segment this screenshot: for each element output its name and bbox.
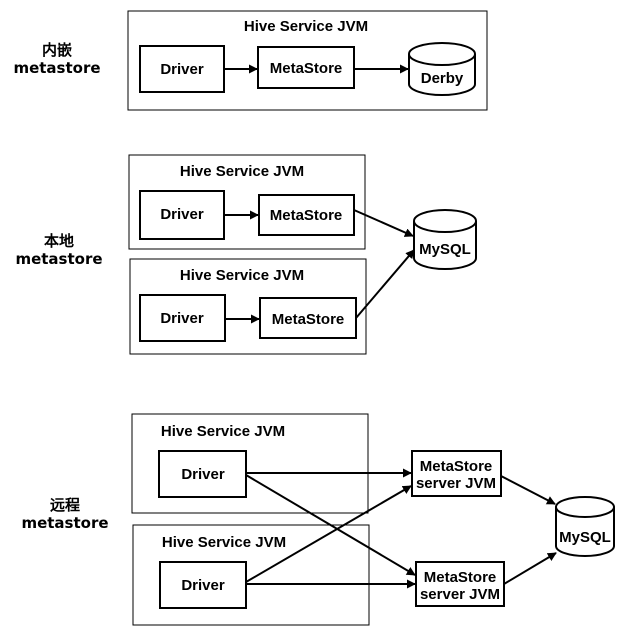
local-jvm2-title: Hive Service JVM <box>180 267 304 284</box>
remote-metastore-server2-line1: MetaStore <box>424 569 497 586</box>
local-jvm2-metastore-label: MetaStore <box>272 311 345 328</box>
remote-label-line2: metastore <box>21 514 109 532</box>
local-jvm1-metastore-box <box>258 194 355 236</box>
remote-jvm1-driver-box <box>158 450 247 498</box>
remote-metastore-server2-line2: server JVM <box>420 586 500 603</box>
remote-jvm1-driver-label: Driver <box>181 466 225 483</box>
remote-mysql-label: MySQL <box>559 529 611 546</box>
local-metastore2-to-mysql-arrow <box>355 249 415 319</box>
local-jvm2-driver-label: Driver <box>160 310 204 327</box>
remote-metastore-server1-line2: server JVM <box>416 475 496 492</box>
embedded-jvm-title: Hive Service JVM <box>244 18 368 35</box>
remote-mysql-database: MySQL <box>555 496 615 557</box>
local-jvm1-title: Hive Service JVM <box>180 163 304 180</box>
remote-server1-to-mysql-arrow <box>500 475 556 505</box>
embedded-label-line2: metastore <box>13 59 101 77</box>
embedded-label-line1: 内嵌 <box>41 41 72 59</box>
derby-database-label: Derby <box>421 70 464 87</box>
local-label-line2: metastore <box>15 250 103 268</box>
local-mysql-label: MySQL <box>419 241 471 258</box>
remote-label-line1: 远程 <box>49 496 80 514</box>
remote-jvm2-driver-label: Driver <box>181 577 225 594</box>
local-jvm1-driver-box <box>139 190 225 240</box>
remote-jvm1-title: Hive Service JVM <box>161 423 285 440</box>
embedded-metastore-label: MetaStore <box>270 60 343 77</box>
remote-jvm2-driver-box <box>159 561 247 609</box>
remote-server2-to-mysql-arrow <box>503 552 557 585</box>
remote-metastore-server1-box <box>411 450 502 497</box>
embedded-section-label: 内嵌 metastore <box>2 41 112 77</box>
local-mysql-database: MySQL <box>413 209 477 270</box>
embedded-metastore-box <box>257 46 355 89</box>
remote-driver2-to-server1-arrow <box>245 485 412 583</box>
derby-database: Derby <box>408 42 476 96</box>
remote-jvm2-title: Hive Service JVM <box>162 534 286 551</box>
local-jvm2-metastore-box <box>259 297 357 339</box>
local-jvm1-metastore-label: MetaStore <box>270 207 343 224</box>
local-label-line1: 本地 <box>43 232 74 250</box>
embedded-driver-box <box>139 45 225 93</box>
local-metastore1-to-mysql-arrow <box>353 209 414 237</box>
remote-driver1-to-server2-arrow <box>245 474 416 576</box>
local-section-label: 本地 metastore <box>4 232 114 268</box>
remote-metastore-server2-box <box>415 561 505 607</box>
local-jvm1-driver-label: Driver <box>160 206 204 223</box>
remote-metastore-server1-line1: MetaStore <box>420 458 493 475</box>
embedded-driver-label: Driver <box>160 61 204 78</box>
remote-section-label: 远程 metastore <box>10 496 120 532</box>
